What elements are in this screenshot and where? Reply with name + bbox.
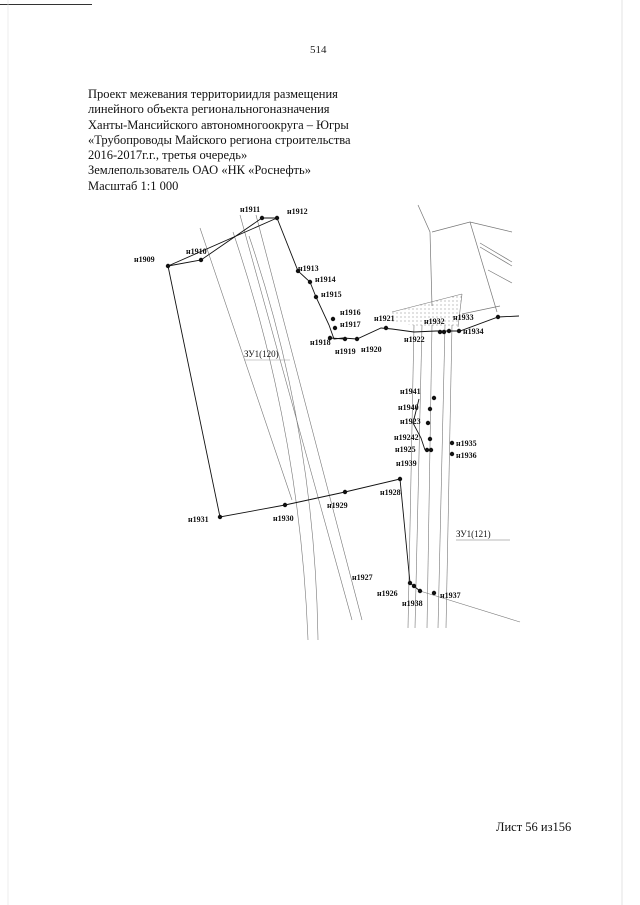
label-n1937: н1937 bbox=[440, 591, 461, 600]
label-n1929: н1929 bbox=[327, 501, 348, 510]
survey-point-n1912 bbox=[274, 215, 280, 221]
survey-point-n1938 bbox=[417, 588, 423, 594]
label-n1927: н1927 bbox=[352, 573, 373, 582]
survey-point-n1919 bbox=[342, 336, 348, 342]
survey-point-n1921 bbox=[383, 325, 389, 331]
survey-point-n1930 bbox=[282, 502, 288, 508]
survey-point-n1936 bbox=[449, 451, 455, 457]
label-n1918: н1918 bbox=[310, 338, 331, 347]
zone-label-120: ЗУ1(120) bbox=[244, 349, 279, 359]
label-n1940: н1940 bbox=[398, 403, 419, 412]
survey-point-n1931 bbox=[217, 514, 223, 520]
header-line-3: Ханты-Мансийского автономногоокруга – Юг… bbox=[88, 117, 349, 132]
survey-point-n1915 bbox=[313, 294, 319, 300]
survey-point-n1941 bbox=[431, 395, 437, 401]
survey-point-n1937 bbox=[431, 590, 437, 596]
label-n1928: н1928 bbox=[380, 488, 401, 497]
label-n1935: н1935 bbox=[456, 439, 477, 448]
survey-point-n1925 bbox=[424, 447, 430, 453]
label-n1915: н1915 bbox=[321, 290, 342, 299]
label-n1921: н1921 bbox=[374, 314, 395, 323]
label-n1909: н1909 bbox=[134, 255, 155, 264]
label-n1933: н1933 bbox=[453, 313, 474, 322]
survey-point-n1927 bbox=[407, 580, 413, 586]
label-n1930: н1930 bbox=[273, 514, 294, 523]
survey-point-n19242 bbox=[427, 436, 433, 442]
header-line-1: Проект межевания территориидля размещени… bbox=[88, 87, 338, 101]
label-n1936: н1936 bbox=[456, 451, 477, 460]
label-n1934: н1934 bbox=[463, 327, 484, 336]
survey-point-n1918 bbox=[327, 335, 333, 341]
survey-point-n1934 bbox=[456, 328, 462, 334]
label-n1932: н1932 bbox=[424, 317, 445, 326]
label-n1938: н1938 bbox=[402, 599, 423, 608]
header-line-6: Землепользователь ОАО «НК «Роснефть» bbox=[88, 163, 311, 178]
zone-label-121: ЗУ1(121) bbox=[456, 529, 491, 539]
label-n1911: н1911 bbox=[240, 205, 260, 214]
survey-point-n1940 bbox=[427, 406, 433, 412]
survey-point-n1923 bbox=[425, 420, 431, 426]
survey-point-n1910 bbox=[198, 257, 204, 263]
label-n1910: н1910 bbox=[186, 247, 207, 256]
label-n1913: н1913 bbox=[298, 264, 319, 273]
label-n1914: н1914 bbox=[315, 275, 336, 284]
label-n1931: н1931 bbox=[188, 515, 209, 524]
label-n1923: н1923 bbox=[400, 417, 421, 426]
header-line-7: Масштаб 1:1 000 bbox=[88, 178, 179, 193]
background-parcel-lines bbox=[417, 204, 513, 315]
top-left-rule bbox=[0, 4, 92, 5]
survey-point-n1916 bbox=[330, 316, 336, 322]
survey-point-n1920 bbox=[354, 336, 360, 342]
survey-point-n1911 bbox=[259, 215, 265, 221]
label-n1925: н1925 bbox=[395, 445, 416, 454]
label-n1920: н1920 bbox=[361, 345, 382, 354]
survey-points bbox=[165, 215, 501, 596]
label-n1916: н1916 bbox=[340, 308, 361, 317]
sheet-label: Лист 56 из156 bbox=[496, 820, 572, 834]
survey-point-n1913 bbox=[295, 268, 301, 274]
document-header: Проект межевания территориидля размещени… bbox=[88, 87, 408, 194]
survey-point-n1914 bbox=[307, 279, 313, 285]
survey-point-n1935 bbox=[449, 440, 455, 446]
survey-point-n1928 bbox=[397, 476, 403, 482]
survey-point-extra bbox=[495, 314, 501, 320]
header-line-2: линейного объекта региональногоназначени… bbox=[88, 102, 330, 117]
survey-point-n1932 bbox=[441, 329, 447, 335]
survey-point-n1926 bbox=[411, 583, 417, 589]
label-n1941: н1941 bbox=[400, 387, 421, 396]
survey-point-n1929 bbox=[342, 489, 348, 495]
header-line-5: 2016-2017г.г., третья очередь» bbox=[88, 148, 248, 163]
survey-point-n1909 bbox=[165, 263, 171, 269]
label-n1912: н1912 bbox=[287, 207, 308, 216]
label-n1917: н1917 bbox=[340, 320, 361, 329]
header-line-4: «Трубопроводы Майского региона строитель… bbox=[88, 132, 351, 147]
label-n1926: н1926 bbox=[377, 589, 398, 598]
label-n1919: н1919 bbox=[335, 347, 356, 356]
point-labels: н1909 н1910 н1911 н1912 н1913 н1914 н191… bbox=[134, 205, 484, 608]
page-number: 514 bbox=[310, 44, 327, 56]
corridor-lines bbox=[199, 214, 521, 641]
survey-point-n1933 bbox=[446, 328, 452, 334]
survey-point-n1922 bbox=[437, 329, 443, 335]
hatched-area bbox=[392, 294, 462, 327]
survey-point-n1925b bbox=[428, 447, 434, 453]
label-n1939: н1939 bbox=[396, 459, 417, 468]
survey-point-n1917 bbox=[332, 325, 338, 331]
label-n19242: н19242 bbox=[394, 433, 419, 442]
label-n1922: н1922 bbox=[404, 335, 425, 344]
